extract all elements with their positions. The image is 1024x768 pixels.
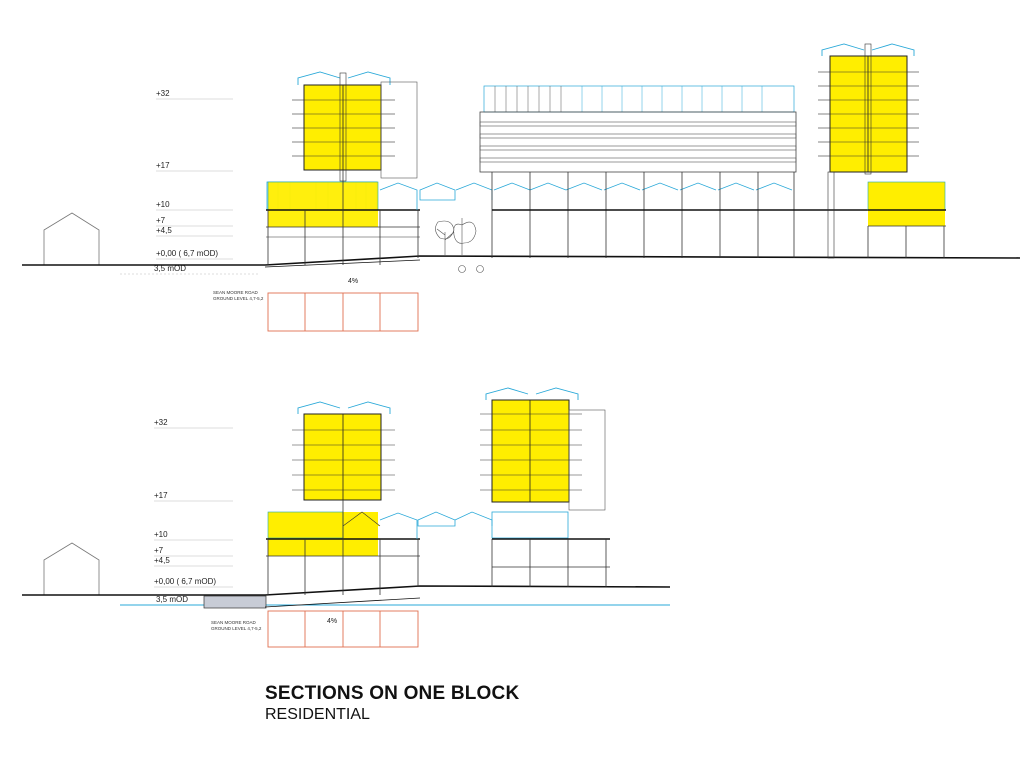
ground-line [22,585,671,596]
right-tower [480,387,610,587]
level-label: +7 [154,546,164,555]
section-1: +32 +17 +10 +7 +4,5 +0,00 ( 6,7 mOD) 3,5… [22,43,1021,332]
road-label: SEAN MOORE ROAD [211,620,257,625]
level-labels: +32 +17 +10 +7 +4,5 +0,00 ( 6,7 mOD) 3,5… [154,418,216,604]
level-label: +32 [154,418,168,427]
section-2: +32 +17 +10 +7 +4,5 +0,00 ( 6,7 mOD) 3,5… [22,387,671,648]
level-label: +10 [156,200,170,209]
level-label: +0,00 ( 6,7 mOD) [154,577,216,586]
glass-gables [379,511,569,539]
level-label: +10 [154,530,168,539]
level-label: 3,5 mOD [154,264,186,273]
caption: SECTIONS ON ONE BLOCK RESIDENTIAL [265,683,519,725]
level-label: +32 [156,89,170,98]
slope-label: 4% [327,618,337,625]
left-tower [266,71,420,265]
neighbour-house [43,212,100,265]
caption-title: SECTIONS ON ONE BLOCK [265,683,520,704]
road-label: SEAN MOORE ROAD [213,290,259,295]
underground-grid [267,292,419,332]
level-labels: +32 +17 +10 +7 +4,5 +0,00 ( 6,7 mOD) 3,5… [154,89,218,273]
level-lines [120,98,260,275]
level-label: +17 [156,161,170,170]
level-label: +4,5 [154,556,170,565]
road-label: GROUND LEVEL 4,7-5,2 [211,626,262,631]
level-label: +17 [154,491,168,500]
tree-illustration [435,218,484,273]
level-label: 3,5 mOD [156,595,188,604]
caption-subtitle: RESIDENTIAL [265,706,370,723]
left-tower [266,401,420,595]
neighbour-house [43,542,100,595]
glass-gables [379,182,793,210]
level-label: +7 [156,216,166,225]
slope-label: 4% [348,278,358,285]
level-label: +0,00 ( 6,7 mOD) [156,249,218,258]
road-label: GROUND LEVEL 4,7-5,2 [213,296,264,301]
level-lines [154,427,233,588]
right-tower [818,43,946,259]
underground-grid [267,610,419,648]
central-block [479,85,868,258]
level-label: +4,5 [156,226,172,235]
